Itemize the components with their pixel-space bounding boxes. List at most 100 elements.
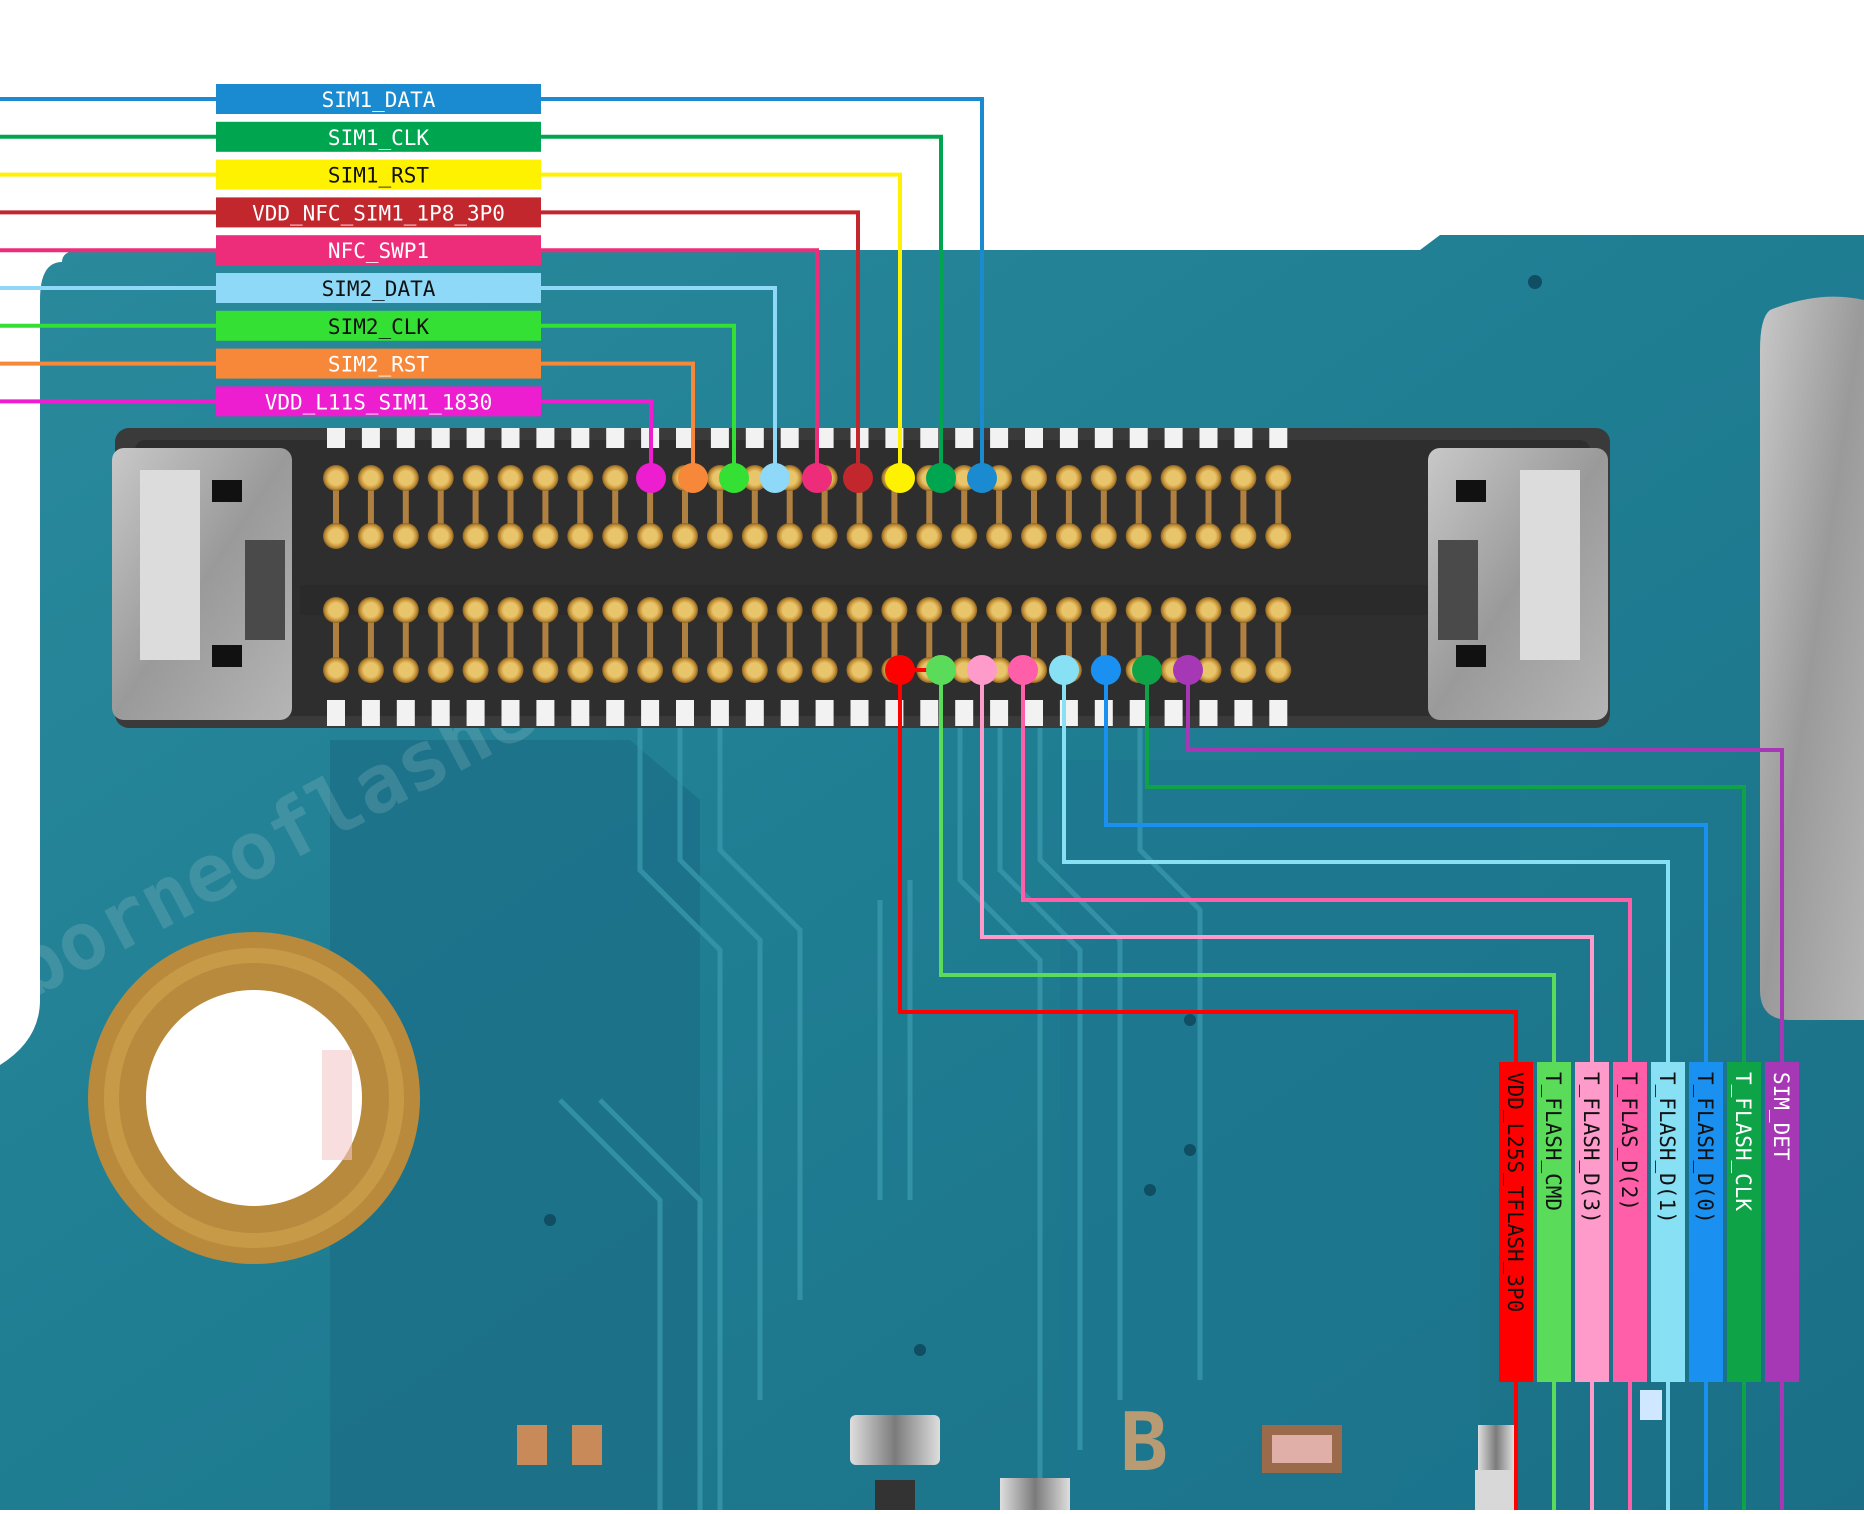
pin-pad [706,657,733,683]
pin-pad [1195,657,1222,683]
pin-leg [612,610,619,670]
signal-wire [541,134,943,478]
signal-label: T_FLASH_D(0) [1693,1072,1717,1224]
signal-label: T_FLASH_D(1) [1655,1072,1679,1224]
pin-pad [392,597,419,623]
signal-label: T_FLAS_D(2) [1617,1072,1641,1211]
pin-leg [682,478,688,536]
pin-pad [567,523,594,549]
pin-slot [676,700,694,726]
pin-slot [361,700,380,726]
pin-slot [1234,428,1253,448]
signal-label-box [1765,1062,1799,1382]
pin-pad [1055,597,1082,623]
pin-slot [676,428,694,448]
pin-pad [776,597,803,623]
pin-pad [602,597,629,623]
pin-pad [1090,523,1117,549]
signal-label: SIM2_RST [328,353,430,377]
pin-pad [392,523,419,549]
pin-leg [926,610,933,670]
pin-pad [741,597,768,623]
pin-marker [1049,655,1079,685]
pin-slot [850,700,869,726]
pin-leg [437,610,444,670]
pin-slot [1164,428,1183,448]
pin-marker [636,463,666,493]
pin-slot [1129,428,1148,448]
pin-leg [1031,610,1037,670]
pin-leg [821,610,828,670]
pin-pad [811,597,838,623]
pin-pad [916,523,943,549]
pin-pad [1230,597,1257,623]
pin-pad [1125,465,1152,491]
signal-label: VDD_L11S_SIM1_1830 [265,390,493,414]
pin-marker [843,463,873,493]
pin-leg [1100,478,1107,536]
pin-pad [1090,597,1117,623]
pin-leg [402,610,409,670]
pin-slot [920,428,939,448]
pin-slot [361,428,380,448]
pin-slot [780,700,799,726]
pin-pad [497,465,524,491]
pin-pad [1021,523,1047,549]
signal-label-box [1689,1062,1723,1382]
signal-label: VDD_L25S_TFLASH_3P0 [1503,1072,1527,1312]
pin-pad [672,657,698,683]
pin-leg [786,478,793,536]
pin-leg [647,478,654,536]
pin-leg [1135,478,1142,536]
pin-pad [532,523,559,549]
pin-leg [1135,610,1142,670]
signal-wire [1104,670,1708,1062]
pin-pad [986,597,1013,623]
pin-leg [612,478,619,536]
pin-leg [1240,478,1247,536]
pin-pad [1055,523,1082,549]
pin-pad [1265,597,1292,623]
pin-slot [1234,700,1253,726]
pin-pad [776,523,803,549]
pin-pad [323,597,349,623]
pin-slot [780,428,799,448]
pin-leg [1170,478,1177,536]
pin-pad [1195,465,1222,491]
pin-pad [1021,465,1047,491]
pin-leg [891,610,898,670]
pin-marker [1091,655,1121,685]
signal-label: VDD_NFC_SIM1_1P8_3P0 [252,201,505,225]
pin-pad [1265,465,1292,491]
pin-slot [466,428,485,448]
pin-slot [536,428,555,448]
pin-leg [1205,478,1212,536]
pin-slot [920,700,939,726]
pin-leg [1065,478,1072,536]
connector-pins [323,428,1292,726]
pin-marker [926,463,956,493]
ground-plane [330,740,700,1510]
pin-slot [815,700,834,726]
pin-pad [637,597,664,623]
pin-slot [1129,700,1148,726]
pin-marker [678,463,708,493]
pin-leg [1275,610,1282,670]
pin-slot [571,700,590,726]
signal-label: SIM1_DATA [322,88,436,112]
signal-labels: SIM1_DATASIM1_CLKSIM1_RSTVDD_NFC_SIM1_1P… [216,84,1799,1382]
pin-pad [392,657,419,683]
pin-slot [606,700,625,726]
pin-leg [333,610,339,670]
pin-slot [501,428,520,448]
pin-leg [751,478,758,536]
pin-pad [357,465,384,491]
pin-slot [431,700,450,726]
pin-pad [916,597,943,623]
signal-wire [541,210,860,478]
signal-label: SIM1_RST [328,164,430,188]
pin-leg [367,610,374,670]
pin-pad [881,597,908,623]
signal-label: SIM_DET [1769,1072,1793,1161]
pin-pad [532,465,559,491]
